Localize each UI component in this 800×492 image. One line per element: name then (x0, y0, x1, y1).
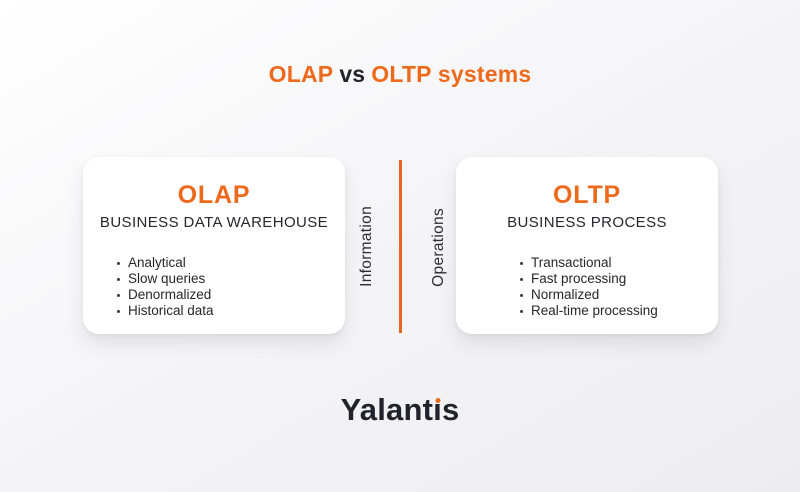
bullet-icon (117, 262, 120, 265)
list-item: Historical data (117, 303, 345, 319)
list-item: Transactional (520, 255, 718, 271)
olap-heading: OLAP (177, 181, 251, 209)
list-item-label: Normalized (531, 287, 600, 302)
oltp-card: OLTP BUSINESS PROCESS Transactional Fast… (456, 157, 718, 334)
bullet-icon (520, 262, 523, 265)
bullet-icon (117, 294, 120, 297)
oltp-heading: OLTP (552, 181, 621, 209)
bullet-icon (520, 278, 523, 281)
oltp-feature-list: Transactional Fast processing Normalized… (456, 255, 718, 319)
list-item: Slow queries (117, 271, 345, 287)
list-item: Real-time processing (520, 303, 718, 319)
logo-text-left: Yalant (340, 392, 434, 427)
list-item-label: Analytical (128, 255, 186, 270)
olap-card: OLAP BUSINESS DATA WAREHOUSE Analytical … (83, 157, 345, 334)
list-item: Analytical (117, 255, 345, 271)
bullet-icon (520, 310, 523, 313)
list-item-label: Real-time processing (531, 303, 658, 318)
divider-line (399, 160, 402, 333)
logo-letter-i: ı (433, 392, 442, 428)
bullet-icon (520, 294, 523, 297)
operations-label: Operations (430, 208, 447, 287)
list-item-label: Denormalized (128, 287, 212, 302)
logo-dotless-i: ı (433, 392, 442, 427)
list-item: Normalized (520, 287, 718, 303)
logo-i-dot-icon (435, 398, 441, 403)
title-olap: OLAP (268, 61, 334, 87)
information-label: Information (358, 206, 375, 287)
logo-text-right: s (441, 392, 460, 427)
oltp-subheading: BUSINESS PROCESS (507, 214, 667, 231)
title-vs: vs (339, 61, 366, 87)
list-item: Fast processing (520, 271, 718, 287)
list-item-label: Slow queries (128, 271, 206, 286)
bullet-icon (117, 278, 120, 281)
olap-subheading: BUSINESS DATA WAREHOUSE (99, 214, 329, 231)
list-item-label: Transactional (531, 255, 612, 270)
olap-feature-list: Analytical Slow queries Denormalized His… (83, 255, 345, 319)
list-item-label: Fast processing (531, 271, 627, 286)
title-oltp-systems: OLTP systems (371, 61, 532, 87)
list-item: Denormalized (117, 287, 345, 303)
list-item-label: Historical data (128, 303, 214, 318)
bullet-icon (117, 310, 120, 313)
